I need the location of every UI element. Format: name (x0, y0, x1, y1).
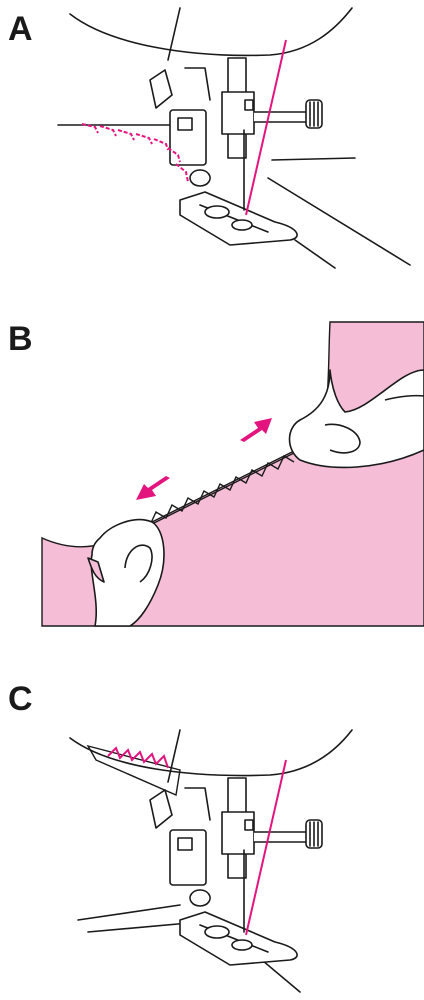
machine-bed-front (295, 240, 335, 268)
thumbscrew-shaft (254, 112, 308, 122)
panel-a: A (0, 0, 424, 280)
presser-foot-c (180, 912, 297, 965)
threader-lever (150, 70, 172, 108)
machine-arm-outline (70, 8, 352, 55)
holder-screw (190, 170, 210, 186)
panel-c: C (0, 660, 424, 1000)
machine-arm-inner-line (168, 8, 180, 60)
foot-holder-slot (178, 118, 192, 130)
presser-foot (180, 192, 297, 245)
panel-b: B (0, 300, 424, 640)
sewing-machine-illustration-c (0, 660, 424, 1000)
machine-bed-diagonal (268, 178, 410, 265)
clamp-window (245, 100, 253, 110)
machine-bed-edge (272, 158, 355, 160)
threader-lever-c (150, 790, 172, 828)
sewing-machine-illustration-a (0, 0, 424, 280)
needle-clamp-c (222, 812, 254, 854)
needle-clamp (222, 92, 254, 134)
arrow-down-left-icon (136, 476, 170, 500)
thumbscrew-shaft-c (254, 832, 308, 842)
machine-bed-line-c (78, 905, 180, 920)
fabric-stretch-illustration (0, 300, 424, 640)
arrow-up-right-icon (240, 418, 272, 442)
